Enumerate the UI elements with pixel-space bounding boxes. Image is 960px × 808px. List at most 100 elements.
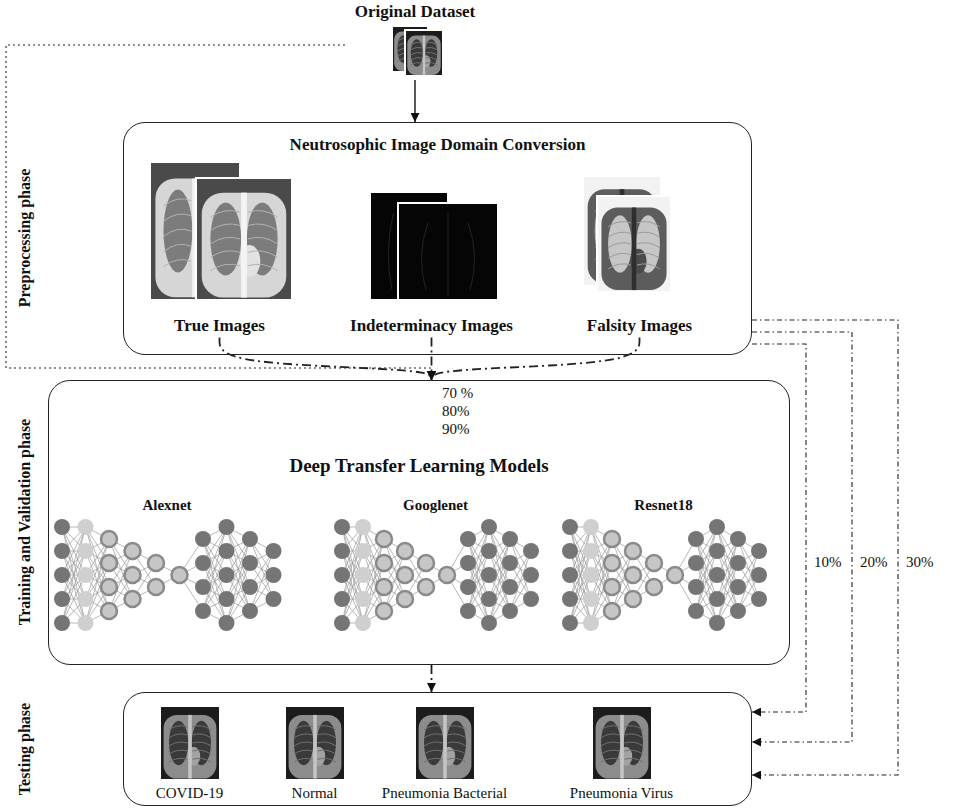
network-illustration <box>562 519 767 631</box>
node-title: Alexnet <box>142 497 191 514</box>
network-neuron <box>481 567 497 583</box>
network-neuron <box>709 567 725 583</box>
xray-frame <box>415 706 475 780</box>
network-neuron <box>709 615 725 631</box>
network-neuron <box>583 615 599 631</box>
network-neuron <box>101 531 117 547</box>
network-neuron <box>334 543 350 559</box>
flow-connector <box>752 320 898 775</box>
network-neuron <box>397 567 413 583</box>
class-sample: Pneumonia Bacterial <box>360 700 530 804</box>
network-neuron <box>148 555 164 571</box>
xray-body <box>407 36 440 76</box>
image-source: Original Dataset <box>345 2 485 80</box>
network-neuron <box>583 543 599 559</box>
network-neuron <box>242 579 258 595</box>
split-percentage: 90% <box>440 421 472 438</box>
flow-connector <box>431 338 433 381</box>
network-neuron <box>148 579 164 595</box>
network-neuron <box>101 555 117 571</box>
xray-thumbnail <box>285 706 345 780</box>
network-neuron <box>334 567 350 583</box>
flow-connector <box>431 665 433 692</box>
xray-thumbnail <box>583 176 661 286</box>
network-neuron <box>418 579 434 595</box>
network-neuron <box>562 591 578 607</box>
network-neuron <box>266 543 282 559</box>
network-neuron <box>78 591 94 607</box>
xray-spine <box>443 715 447 779</box>
xray-ribs <box>608 222 660 269</box>
network-neuron <box>562 543 578 559</box>
network-neuron <box>195 531 211 547</box>
xray-ribs <box>210 211 277 271</box>
network-neuron <box>688 603 704 619</box>
network-neuron <box>625 543 641 559</box>
network-neuron <box>355 543 371 559</box>
xray-frame <box>405 30 443 76</box>
network-neuron <box>54 615 70 631</box>
xray-ribs <box>424 726 466 763</box>
network-neuron <box>439 567 455 583</box>
xray-thumbnail <box>398 203 498 300</box>
network-neuron <box>667 567 683 583</box>
xray-frame <box>583 176 661 286</box>
network-neuron <box>502 555 518 571</box>
flow-connector <box>752 344 806 712</box>
node-title: Googlenet <box>403 497 468 514</box>
node-caption: Indeterminacy Images <box>350 316 513 336</box>
network-neuron <box>397 543 413 559</box>
network-neuron <box>604 603 620 619</box>
xray-thumbnail <box>597 196 671 292</box>
network-neuron <box>604 555 620 571</box>
network-neuron <box>688 579 704 595</box>
network-neuron <box>397 591 413 607</box>
xray-ribs <box>601 726 643 763</box>
network-neuron <box>376 531 392 547</box>
image-set: True Images <box>145 158 295 338</box>
network-neuron <box>751 543 767 559</box>
network-neuron <box>688 531 704 547</box>
network-neuron <box>219 615 235 631</box>
network-neuron <box>418 555 434 571</box>
network-neuron <box>376 555 392 571</box>
network-neuron <box>562 519 578 535</box>
network-neuron <box>242 603 258 619</box>
network-neuron <box>730 603 746 619</box>
network-neuron <box>730 531 746 547</box>
network-neuron <box>78 615 94 631</box>
network-neuron <box>562 567 578 583</box>
network-neuron <box>583 567 599 583</box>
network-neuron <box>625 567 641 583</box>
phase-label: Training and Validation phase <box>15 418 33 624</box>
network-neuron <box>125 591 141 607</box>
network-neuron <box>54 567 70 583</box>
flow-connector <box>432 338 640 381</box>
xray-thumbnail <box>405 30 443 76</box>
network-neuron <box>78 543 94 559</box>
network-neuron <box>334 519 350 535</box>
xray-thumbnail <box>415 706 475 780</box>
network-links <box>570 527 759 623</box>
network-neuron <box>266 591 282 607</box>
xray-spine <box>188 715 192 779</box>
xray-frame <box>592 706 652 780</box>
network-neuron <box>219 591 235 607</box>
network-neuron <box>54 543 70 559</box>
node-caption: Pneumonia Virus <box>570 785 673 802</box>
node-title: Resnet18 <box>634 497 692 514</box>
xray-ribs <box>294 726 336 763</box>
network-links <box>342 527 531 623</box>
network-neuron <box>751 567 767 583</box>
network-neuron <box>481 591 497 607</box>
xray-body <box>596 715 649 779</box>
xray-thumbnail <box>592 706 652 780</box>
network-neuron <box>460 603 476 619</box>
xray-frame <box>160 706 220 780</box>
network-neuron <box>219 519 235 535</box>
class-sample: Pneumonia Virus <box>547 700 697 804</box>
xray-spine <box>423 36 425 76</box>
xray-ribs <box>169 726 211 763</box>
